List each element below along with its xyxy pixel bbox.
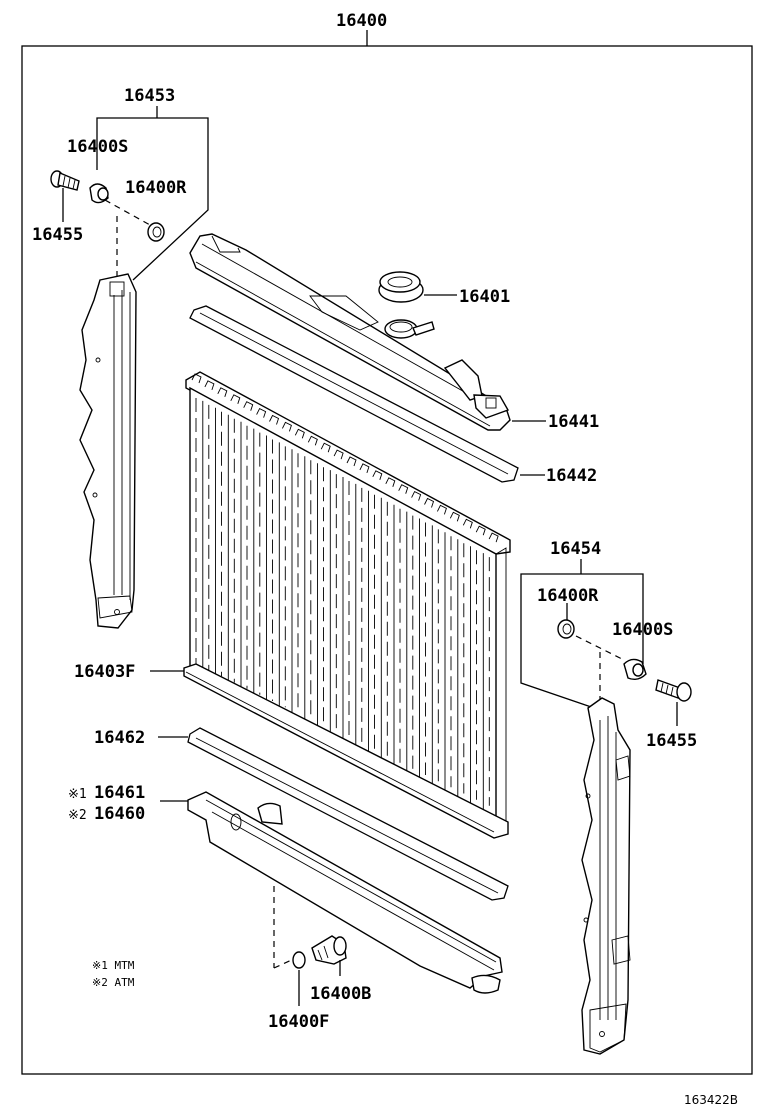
label-16400r-left: 16400R xyxy=(125,178,187,198)
cushion-icon-right xyxy=(557,619,575,639)
label-16400b: 16400B xyxy=(310,984,371,1004)
label-16401: 16401 xyxy=(459,287,510,307)
label-16462: 16462 xyxy=(94,728,145,748)
label-16454: 16454 xyxy=(550,539,601,559)
label-16400s-left: 16400S xyxy=(67,137,128,157)
bolt-icon-left xyxy=(50,170,80,191)
support-bracket-left xyxy=(79,273,137,629)
right-bracket-set: 16454 16400R 16400S 16455 xyxy=(520,539,697,1055)
label-16400r-right: 16400R xyxy=(537,586,599,606)
drain-gasket xyxy=(292,951,306,969)
mark-1: ※1 xyxy=(68,787,87,802)
assembly-frame xyxy=(21,45,753,1075)
label-16460: 16460 xyxy=(94,804,145,824)
stay-icon-left xyxy=(89,183,109,204)
figure-code: 163422B xyxy=(684,1093,738,1107)
label-16441: 16441 xyxy=(548,412,599,432)
left-bracket-set: 16453 16400S 16400R 16455 xyxy=(32,86,209,629)
drain-cock xyxy=(311,935,347,965)
note-atm: ※2 ATM xyxy=(92,976,135,989)
note-mtm: ※1 MTM xyxy=(92,959,135,972)
label-16400s-right: 16400S xyxy=(612,620,673,640)
support-bracket-right xyxy=(581,697,631,1055)
label-16455-left: 16455 xyxy=(32,225,83,245)
label-16455-right: 16455 xyxy=(646,731,697,751)
mark-2: ※2 xyxy=(68,808,87,823)
upper-gasket xyxy=(189,305,519,483)
cushion-icon-left xyxy=(147,222,165,242)
stay-icon-right xyxy=(623,658,647,681)
radiator-cap xyxy=(378,271,424,303)
label-16403f: 16403F xyxy=(74,662,135,682)
upper-tank xyxy=(189,233,511,431)
label-16461: 16461 xyxy=(94,783,145,803)
bolt-icon-right xyxy=(655,679,692,702)
label-16400f: 16400F xyxy=(268,1012,329,1032)
label-16442: 16442 xyxy=(546,466,597,486)
label-16400: 16400 xyxy=(336,11,387,31)
lower-gasket xyxy=(187,727,509,901)
lower-tank xyxy=(187,791,503,994)
label-16453: 16453 xyxy=(124,86,175,106)
radiator-core xyxy=(183,371,511,839)
